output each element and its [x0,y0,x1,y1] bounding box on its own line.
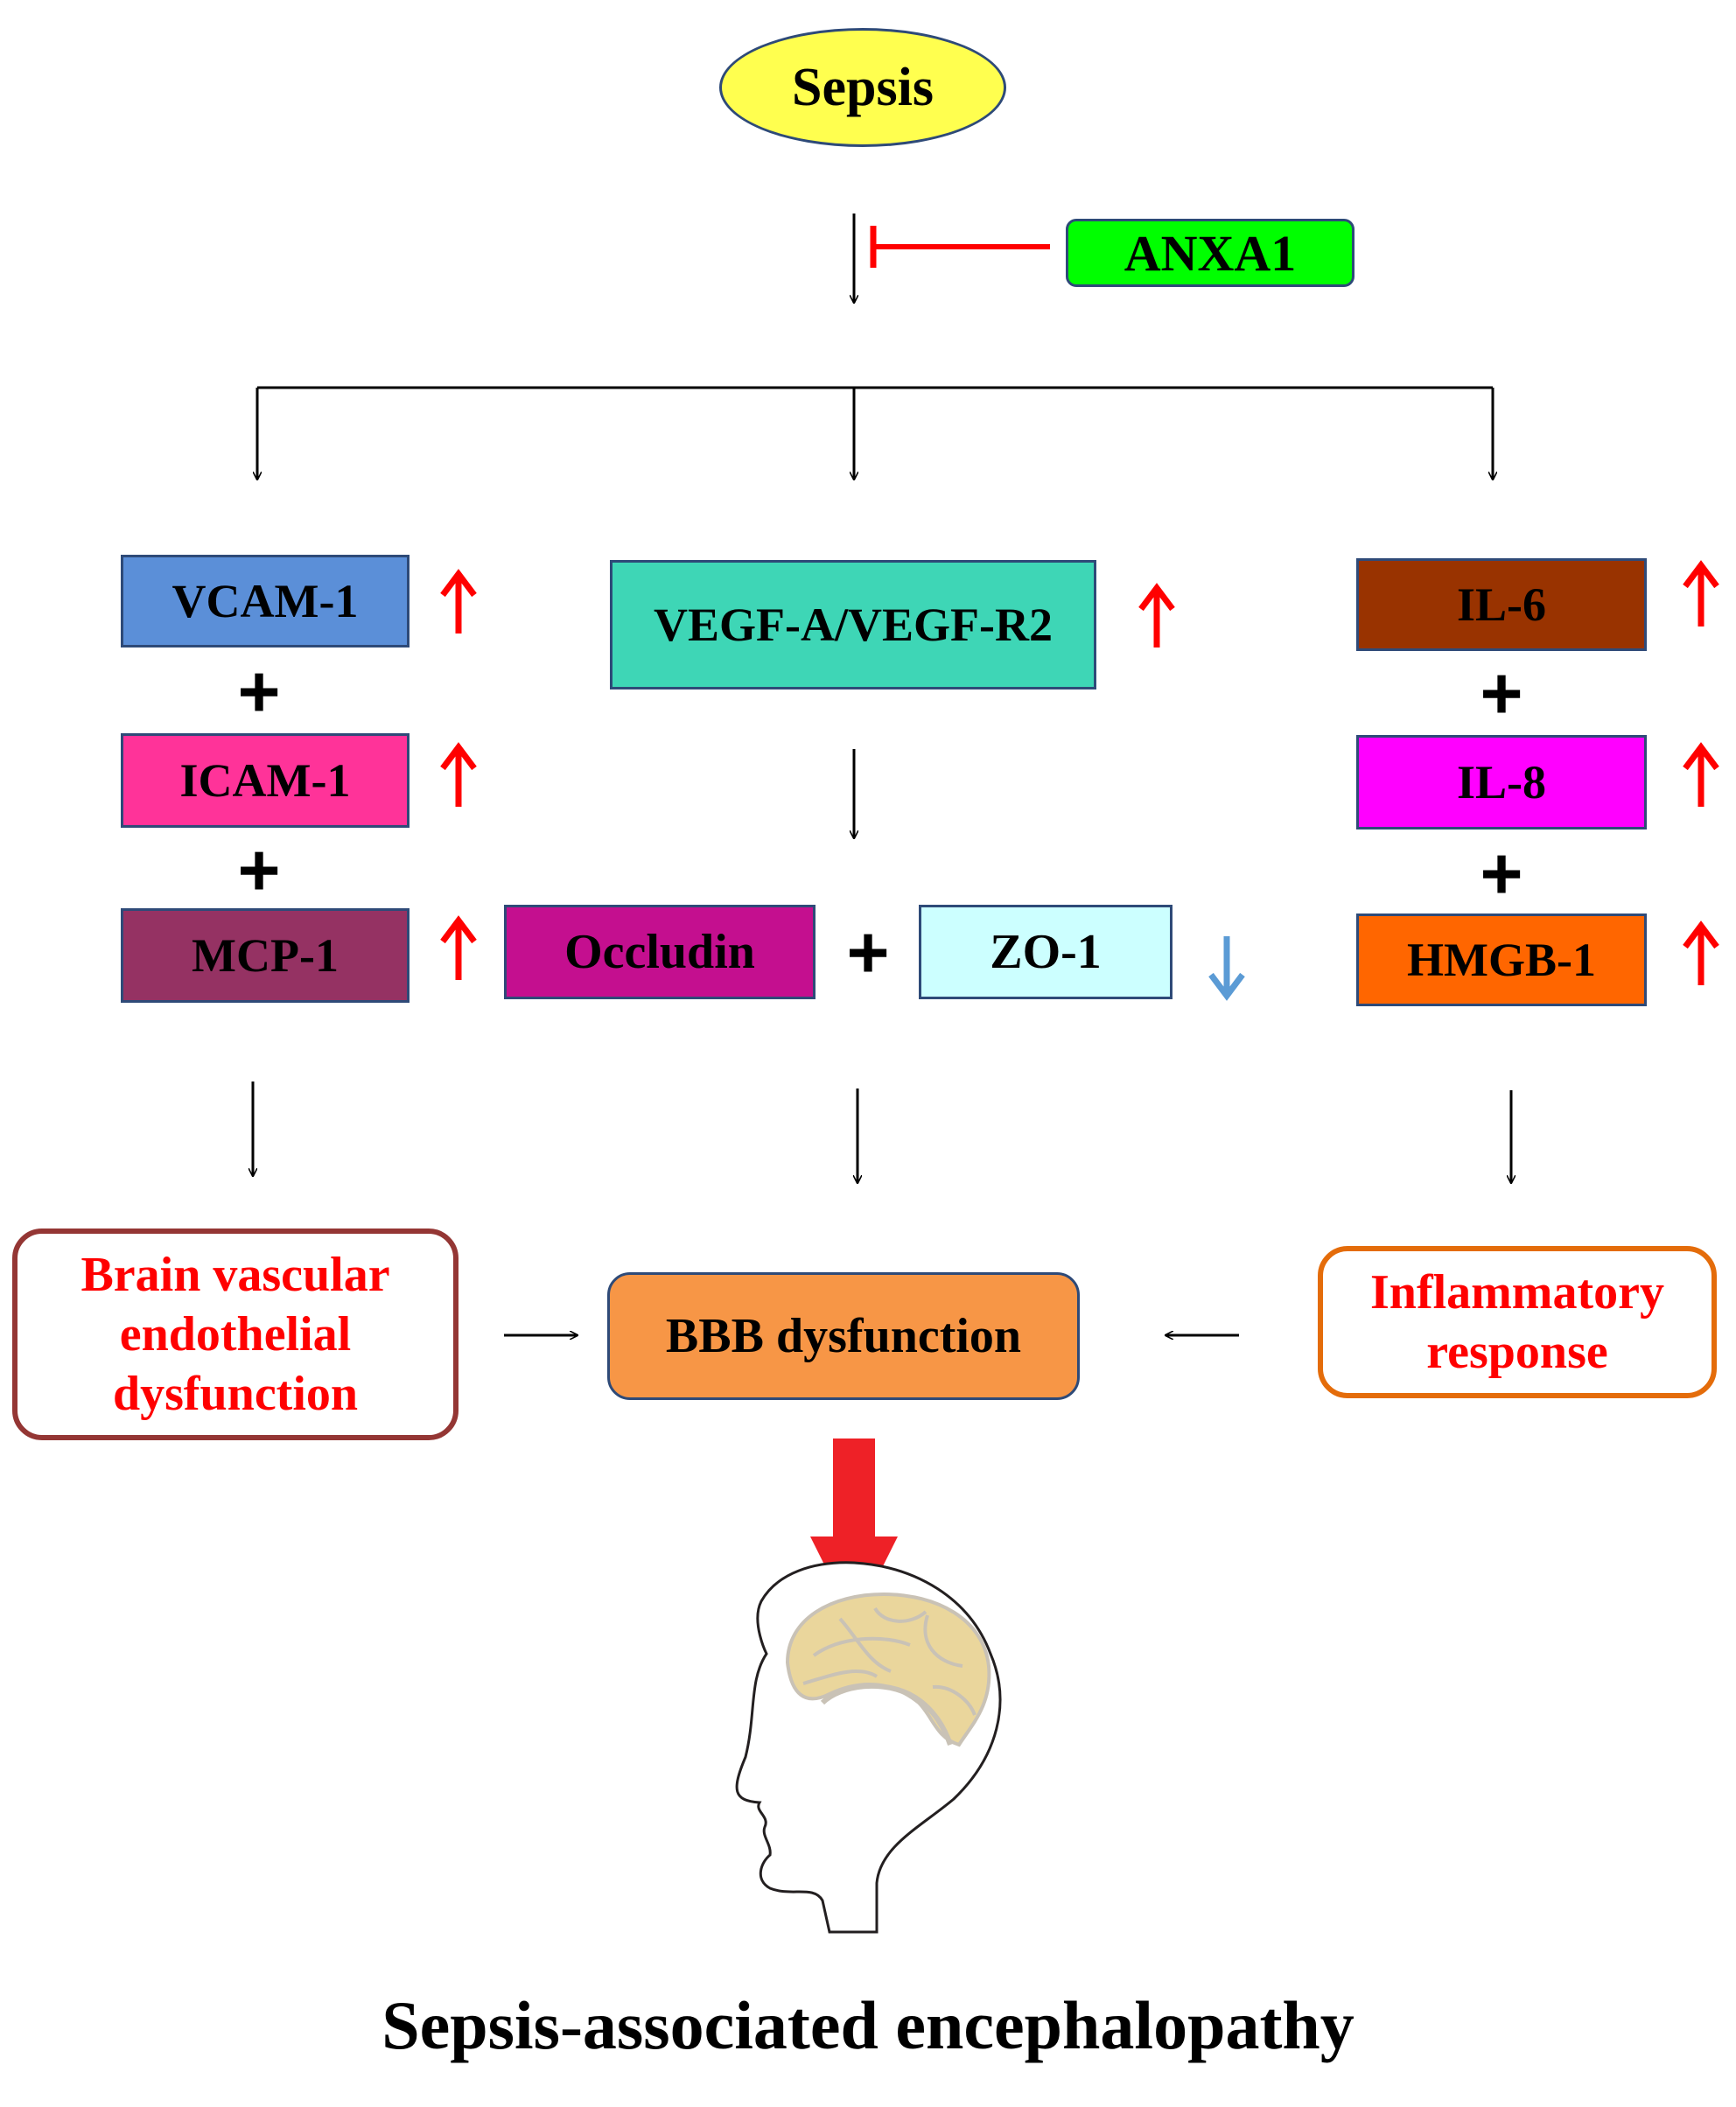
vcam1-node: VCAM-1 [121,555,410,648]
up-arrow-icon [440,569,477,634]
vegf-label: VEGF-A/VEGF-R2 [654,598,1053,651]
diagram-title: Sepsis-associated encephalopathy [382,1987,1354,2063]
zo1-label: ZO-1 [990,925,1102,979]
anxa1-label: ANXA1 [1124,224,1297,282]
hmgb1-label: HMGB-1 [1407,934,1596,986]
plus-sign: + [846,911,890,993]
mcp1-label: MCP-1 [192,929,339,982]
inflammatory-node: Inflammatory response [1318,1246,1717,1398]
up-arrow-icon [440,915,477,980]
il8-label: IL-8 [1456,756,1546,808]
il8-node: IL-8 [1356,735,1647,830]
down-arrow-icon [1208,936,1245,1001]
plus-sign: + [237,650,281,732]
brain-vascular-node: Brain vascular endothelial dysfunction [12,1228,458,1440]
anxa1-node: ANXA1 [1066,219,1354,287]
occludin-node: Occludin [504,905,816,999]
hmgb1-node: HMGB-1 [1356,914,1647,1006]
plus-sign: + [1480,832,1523,914]
up-arrow-icon [440,742,477,807]
il6-node: IL-6 [1356,558,1647,651]
up-arrow-icon [1138,583,1175,648]
icam1-node: ICAM-1 [121,733,410,828]
bbb-node: BBB dysfunction [607,1272,1080,1400]
sepsis-label: Sepsis [792,57,934,117]
plus-sign: + [237,829,281,911]
brain-vascular-label: Brain vascular endothelial dysfunction [80,1247,390,1422]
up-arrow-icon [1683,742,1719,807]
mcp1-node: MCP-1 [121,908,410,1003]
up-arrow-icon [1683,560,1719,626]
zo1-node: ZO-1 [919,905,1172,999]
plus-sign: + [1480,652,1523,734]
inflammatory-label: Inflammatory response [1370,1264,1664,1379]
sepsis-node: Sepsis [719,28,1006,147]
bbb-label: BBB dysfunction [665,1309,1022,1363]
occludin-label: Occludin [564,925,755,979]
vcam1-label: VCAM-1 [172,575,359,627]
brain-head-icon [735,1561,1002,1934]
inhibition-bar-icon [870,226,1050,268]
vegf-node: VEGF-A/VEGF-R2 [610,560,1096,690]
up-arrow-icon [1683,920,1719,985]
icam1-label: ICAM-1 [179,754,351,807]
il6-label: IL-6 [1456,578,1546,631]
